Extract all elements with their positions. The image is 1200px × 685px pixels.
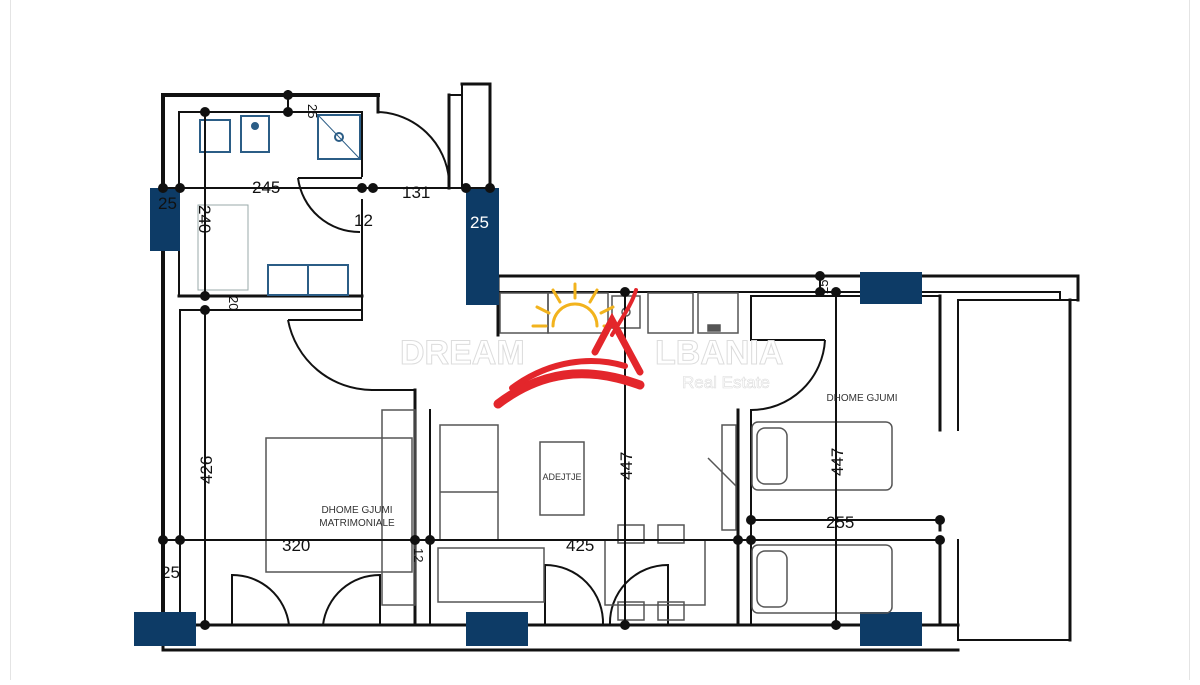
- watermark-tagline: Real Estate: [682, 373, 770, 392]
- watermark: DREAM LBANIA Real Estate: [400, 282, 784, 409]
- dim-bedroom2-depth: 447: [828, 448, 847, 476]
- washing-machine: [199, 119, 231, 153]
- single-bed-bottom: [751, 544, 893, 614]
- room-labels: DHOME GJUMI MATRIMONIALE DHOME GJUMI ADE…: [319, 393, 897, 529]
- room-label-master-2: MATRIMONIALE: [319, 518, 395, 529]
- dim-top-wall: 25: [305, 104, 320, 118]
- dim-bath-height: 240: [195, 205, 214, 233]
- dim-bedroom-height: 426: [197, 456, 216, 484]
- dim-left-wall: 25: [158, 194, 177, 213]
- room-label-bedroom2: DHOME GJUMI: [826, 393, 897, 404]
- tv-unit: [539, 441, 585, 516]
- dim-partition-wall: 12: [411, 548, 426, 562]
- sofa: [439, 424, 499, 541]
- fridge: [697, 292, 739, 334]
- dim-living-depth: 447: [617, 452, 636, 480]
- room-label-master-1: DHOME GJUMI: [321, 505, 392, 516]
- dim-shaft-wall: 25: [470, 213, 489, 232]
- eagle-icon: [493, 288, 645, 409]
- sofa-bottom: [437, 547, 545, 603]
- shower-tray: [317, 114, 361, 160]
- dim-right-top-wall: 25: [816, 280, 831, 294]
- wardrobe-right: [721, 424, 737, 531]
- dim-bottom-left-wall: 25: [161, 563, 180, 582]
- right-frame-line: [1189, 0, 1190, 680]
- sun-icon: [531, 282, 619, 328]
- dimension-lines: [158, 90, 945, 630]
- watermark-brand-left: DREAM: [400, 334, 525, 372]
- left-frame-line: [10, 0, 11, 680]
- dim-living-width: 425: [566, 536, 594, 555]
- furniture: [265, 292, 893, 621]
- room-label-table: ADEJTJE: [542, 472, 581, 482]
- bath-cabinet: [197, 204, 249, 291]
- dim-bedroom-width: 320: [282, 536, 310, 555]
- bathroom-fixtures: [197, 114, 361, 296]
- single-bed-top: [751, 421, 893, 491]
- dining-table: [604, 539, 706, 606]
- watermark-brand-right: LBANIA: [655, 334, 783, 372]
- dim-bedroom2-width: 255: [826, 513, 854, 532]
- dim-bath-bottom-wall: 20: [226, 296, 241, 310]
- door-swings: [231, 108, 826, 626]
- walls: [161, 82, 1080, 652]
- double-bed: [265, 437, 413, 573]
- toilet: [240, 115, 270, 153]
- kitchen-cabinet-3: [647, 292, 694, 334]
- wardrobe-left: [381, 409, 416, 606]
- dim-door-gap: 12: [354, 211, 373, 230]
- dim-entry-width: 131: [402, 183, 430, 202]
- dim-bath-width: 245: [252, 178, 280, 197]
- dimension-labels: 25 245 131 12 240 25 25 20 426 320 12 25…: [158, 104, 854, 582]
- columns: [134, 188, 922, 646]
